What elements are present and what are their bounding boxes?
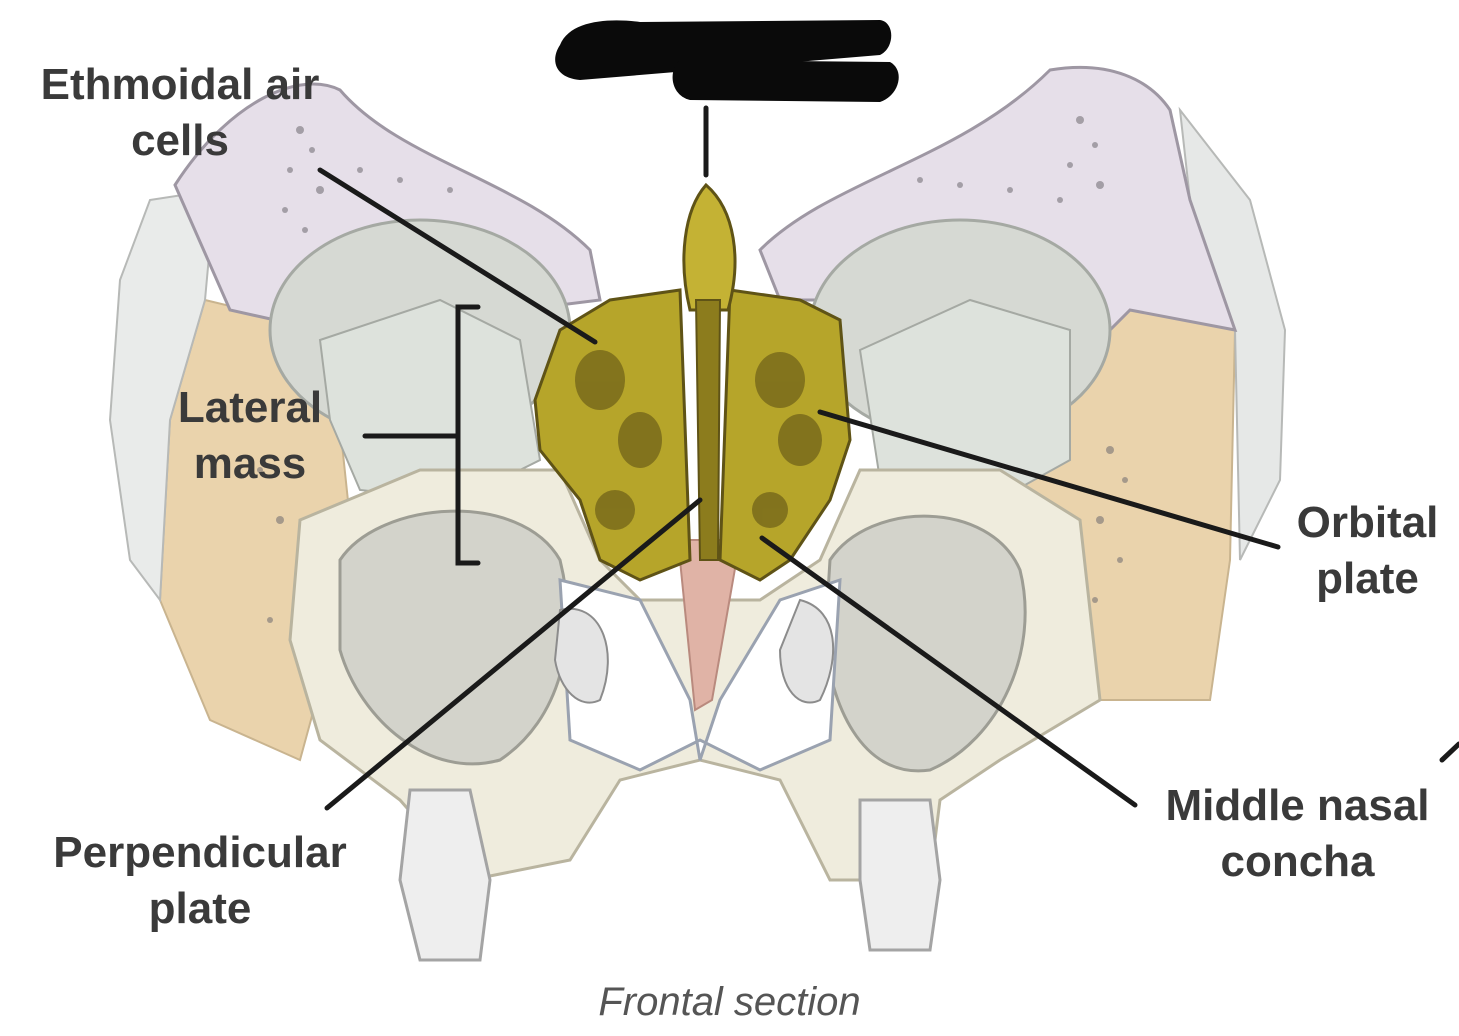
label-lateral-mass: Lateral mass [160,380,340,492]
left-tooth [398,788,492,962]
cancellous-bone-texture [257,116,1128,663]
label-perpendicular-plate-line1: Perpendicular [53,828,347,877]
label-ethmoidal-air-cells-line1: Ethmoidal air [40,60,320,109]
redacted-label-blob [555,20,899,102]
label-orbital-plate-line2: plate [1316,554,1419,603]
label-ethmoidal-air-cells: Ethmoidal air cells [30,57,330,169]
label-orbital-plate-line1: Orbital [1296,498,1439,547]
label-orbital-plate: Orbital plate [1285,495,1450,607]
left-inferior-concha [553,607,609,704]
figure-caption: Frontal section [598,980,861,1024]
right-inferior-concha [778,598,835,704]
label-lateral-mass-line1: Lateral [177,383,323,432]
nasal-cavity [558,577,842,772]
label-middle-nasal-concha-line2: concha [1220,837,1375,886]
label-perpendicular-plate-line2: plate [148,884,252,933]
leader-line-ethmoidal-air-cells [317,167,598,345]
ethmoid-perpendicular-plate-shape [694,299,722,561]
ethmoid-air-cell-shading [575,350,822,530]
label-middle-nasal-concha-line1: Middle nasal [1165,781,1430,830]
label-lateral-mass-line2: mass [193,439,307,488]
label-perpendicular-plate: Perpendicular plate [40,825,360,937]
label-ethmoidal-air-cells-line2: cells [131,116,229,165]
edge-mark [1439,741,1459,763]
leader-line-middle-nasal-concha [759,535,1138,808]
label-middle-nasal-concha: Middle nasal concha [1150,778,1445,890]
right-maxillary-sinus [823,514,1027,773]
leader-line-perpendicular-plate [324,497,703,811]
right-tooth [858,798,942,952]
lateral-mass-bracket [455,304,481,566]
leader-lines [317,105,1459,811]
crista-galli [682,182,737,312]
leader-line-orbital-plate [817,409,1281,550]
ethmoid-lateral-mass-left [533,288,692,582]
